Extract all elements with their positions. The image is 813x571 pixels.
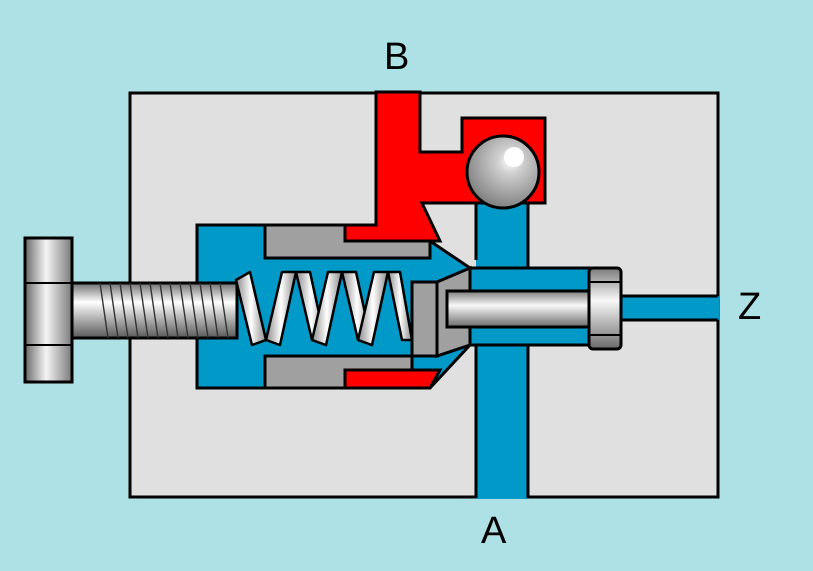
screw-threads (99, 282, 229, 339)
pressure-seat (343, 368, 443, 390)
valve-sleeve-right (410, 280, 439, 358)
valve-piston (445, 289, 594, 329)
port-label-a: A (481, 510, 507, 552)
compression-spring (234, 270, 414, 347)
port-label-z: Z (738, 286, 762, 328)
check-ball (465, 134, 541, 210)
check-ball-highlight (504, 147, 524, 167)
bolt-head (23, 236, 74, 384)
pilot-piston (587, 266, 623, 351)
valve-sleeve (263, 223, 432, 260)
port-label-b: B (384, 36, 410, 78)
pilot-channels (474, 196, 719, 499)
